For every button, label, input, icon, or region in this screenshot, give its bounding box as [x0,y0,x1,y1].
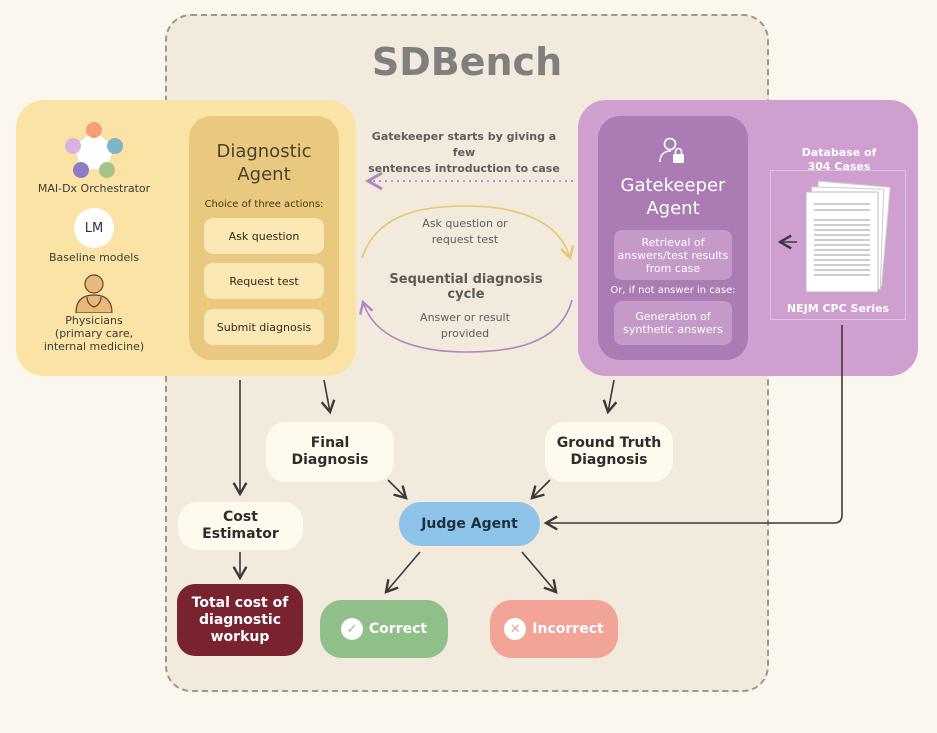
final-diagnosis-node: Final Diagnosis [266,422,394,482]
orchestrator-label: MAI-Dx Orchestrator [37,182,151,195]
ask-line-2: request test [431,233,499,246]
retrieval-line-3: from case [645,261,701,275]
ask-question-action: Ask question [204,218,324,254]
retrieval-box: Retrieval of answers/test results from c… [614,230,732,280]
intro-line-2: sentences introduction to case [368,162,560,175]
nejm-series-label: NEJM CPC Series [786,302,890,315]
synthetic-box: Generation of synthetic answers [614,301,732,345]
database-title: Database of 304 Cases [780,146,898,174]
final-diagnosis-line-2: Diagnosis [291,452,369,468]
diagnostic-agent-title-1: Diagnostic [216,141,312,162]
gatekeeper-title-2: Agent [646,198,700,219]
physicians-label-2: (primary care, [54,327,134,340]
gatekeeper-title-1: Gatekeeper [620,175,726,196]
retrieval-line-2: answers/test results [617,248,729,262]
diagram-title: SDBench [371,40,563,84]
request-test-action: Request test [204,263,324,299]
ground-truth-line-2: Diagnosis [570,452,648,468]
synthetic-line-2: synthetic answers [623,323,723,336]
diagnostic-agent-card: Diagnostic Agent Choice of three actions… [189,116,339,360]
answer-line-2: provided [440,327,490,340]
judge-agent-node: Judge Agent [399,502,540,546]
correct-label: Correct [368,620,428,637]
submit-diagnosis-action: Submit diagnosis [204,309,324,345]
physician-icon [75,274,113,313]
actions-subtitle: Choice of three actions: [204,199,324,210]
baseline-models-label: Baseline models [48,251,140,264]
ask-line-1: Ask question or [422,217,508,230]
lm-badge-icon: LM [74,208,114,248]
database-title-2: 304 Cases [807,160,871,173]
total-cost-line-1: Total cost of [191,594,289,611]
ask-request-label: Ask question or request test [390,216,540,248]
correct-node: ✓ Correct [320,600,448,658]
orchestrator-icon [65,122,123,178]
incorrect-node: ✕ Incorrect [490,600,618,658]
or-if-not-text: Or, if not answer in case: [610,285,736,296]
user-lock-icon [659,137,684,163]
total-cost-line-2: diagnostic [199,611,281,628]
answer-line-1: Answer or result [420,311,510,324]
database-title-1: Database of [801,146,877,159]
cost-estimator-line-1: Cost [223,509,258,525]
documents-icon [805,180,891,293]
ground-truth-node: Ground Truth Diagnosis [545,422,673,482]
diagnostic-agent-title-2: Agent [237,164,291,185]
x-icon: ✕ [504,618,527,640]
cycle-name: Sequential diagnosis cycle [389,272,543,302]
final-diagnosis-line-1: Final [310,435,350,451]
cost-estimator-line-2: Estimator [202,526,279,542]
database-frame [770,170,906,320]
gatekeeper-agent-card: Gatekeeper Agent Retrieval of answers/te… [598,116,748,360]
retrieval-line-1: Retrieval of [641,235,705,249]
intro-text: Gatekeeper starts by giving a few senten… [360,129,568,177]
ground-truth-line-1: Ground Truth [556,435,662,451]
answer-label: Answer or result provided [390,310,540,342]
incorrect-label: Incorrect [532,620,604,637]
total-cost-node: Total cost of diagnostic workup [177,584,303,656]
synthetic-line-1: Generation of [635,310,711,323]
check-icon: ✓ [340,618,363,640]
cost-estimator-node: Cost Estimator [178,502,303,550]
intro-line-1: Gatekeeper starts by giving a few [371,130,557,159]
physicians-label-3: internal medicine) [43,340,145,353]
physicians-label-1: Physicians [65,314,123,327]
total-cost-line-3: workup [210,628,270,645]
